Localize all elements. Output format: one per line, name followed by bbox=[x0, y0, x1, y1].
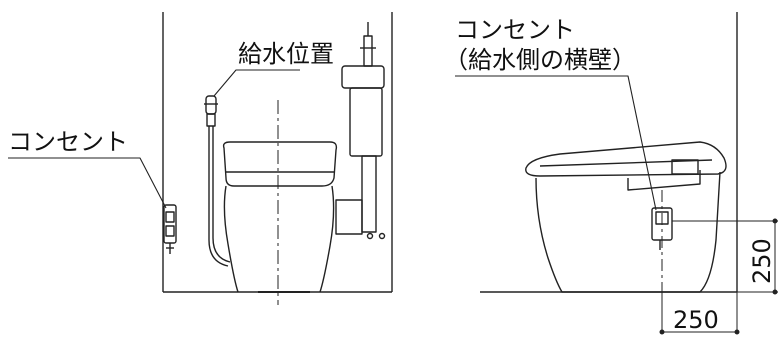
toilet-side-icon bbox=[525, 141, 727, 293]
dimension-vertical: 250 bbox=[748, 238, 776, 284]
left-outlet-leader bbox=[8, 157, 167, 209]
dimension-lines bbox=[659, 218, 778, 335]
wall-tank-icon bbox=[335, 22, 386, 240]
toilet-front-icon bbox=[222, 141, 338, 293]
left-outlet-icon bbox=[163, 204, 177, 254]
left-front-view bbox=[8, 12, 393, 305]
outlet-label-right-1: コンセント bbox=[455, 16, 575, 44]
water-valve-icon bbox=[204, 95, 231, 267]
outlet-label-left: コンセント bbox=[8, 128, 128, 156]
right-side-view bbox=[455, 12, 778, 335]
water-supply-label: 給水位置 bbox=[238, 40, 334, 68]
outlet-label-right-2: （給水側の横壁） bbox=[444, 46, 636, 74]
right-outlet-leader bbox=[455, 75, 657, 211]
dimension-horizontal: 250 bbox=[673, 306, 719, 334]
water-supply-leader bbox=[213, 69, 300, 97]
